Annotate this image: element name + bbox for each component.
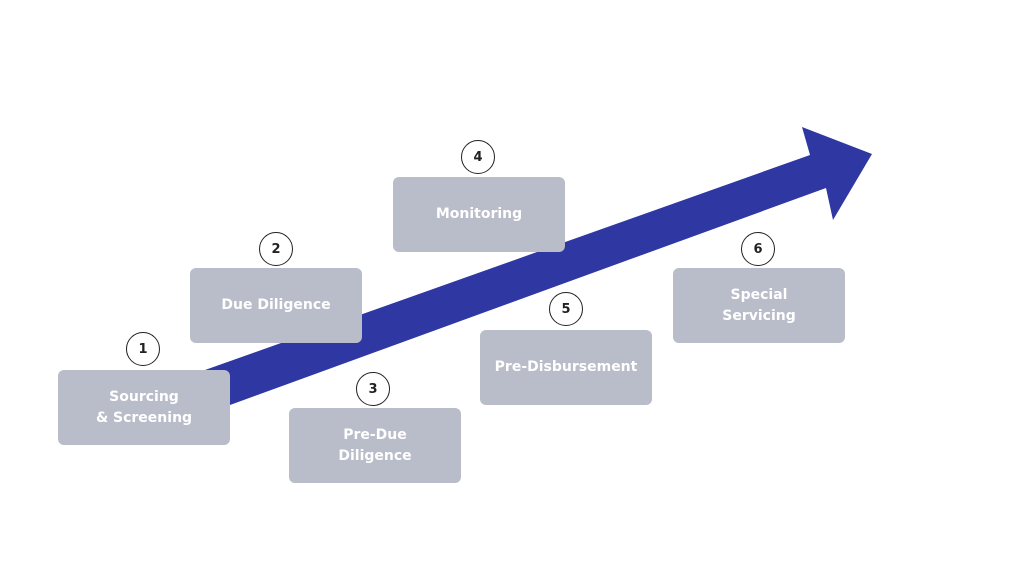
step-label-3: Pre-Due Diligence <box>338 426 412 464</box>
step-number-3: 3 <box>356 372 390 406</box>
step-label-4: Monitoring <box>435 206 523 222</box>
step-box-pre-disbursement: Pre-Disbursement <box>480 330 652 405</box>
step-number-4: 4 <box>461 140 495 174</box>
step-number-2: 2 <box>259 232 293 266</box>
step-box-sourcing-screening: Sourcing & Screening <box>58 370 230 445</box>
step-label-6: Special Servicing <box>722 286 796 324</box>
step-number-5: 5 <box>549 292 583 326</box>
step-number-1: 1 <box>126 332 160 366</box>
step-label-1: Sourcing & Screening <box>95 388 193 426</box>
step-label-2: Due Diligence <box>221 297 331 313</box>
step-box-due-diligence: Due Diligence <box>190 268 362 343</box>
step-label-5: Pre-Disbursement <box>494 359 638 375</box>
step-box-special-servicing: Special Servicing <box>673 268 845 343</box>
step-box-pre-due-diligence: Pre-Due Diligence <box>289 408 461 483</box>
step-box-monitoring: Monitoring <box>393 177 565 252</box>
arrow-shape <box>205 127 872 405</box>
step-number-6: 6 <box>741 232 775 266</box>
